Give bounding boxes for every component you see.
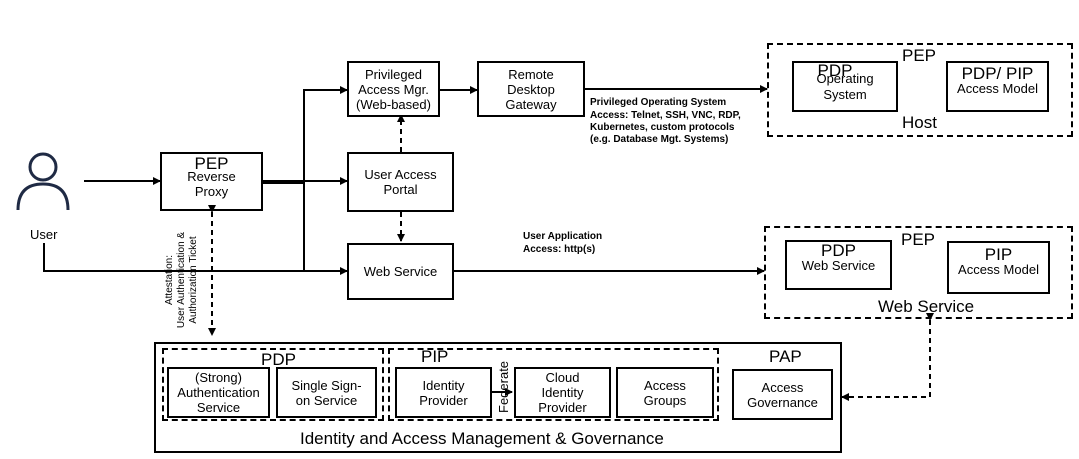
remote-desktop-gateway-box: Remote Desktop Gateway bbox=[477, 61, 585, 117]
single-sign-on-label: Single Sign- on Service bbox=[291, 377, 362, 408]
iam-pip-group bbox=[388, 348, 719, 421]
user-access-portal-label: User Access Portal bbox=[364, 167, 437, 197]
host-access-model-tag: PDP/ PIP bbox=[961, 64, 1034, 83]
privileged-access-manager-label: Privileged Access Mgr. (Web-based) bbox=[356, 66, 431, 112]
reverse-proxy-box: PEP Reverse Proxy bbox=[160, 152, 263, 211]
federate-label: Federate bbox=[496, 360, 511, 413]
authentication-service-box: (Strong) Authentication Service bbox=[167, 367, 270, 418]
single-sign-on-box: Single Sign- on Service bbox=[276, 367, 377, 418]
user-label: User bbox=[30, 227, 58, 242]
operating-system-label: Operating System bbox=[816, 71, 874, 102]
host-title: Host bbox=[902, 113, 937, 132]
pap-tag: PAP bbox=[769, 347, 802, 366]
access-groups-label: Access Groups bbox=[643, 377, 687, 408]
identity-provider-label: Identity Provider bbox=[419, 377, 468, 408]
iam-title: Identity and Access Management & Governa… bbox=[300, 429, 664, 448]
access-groups-box: Access Groups bbox=[616, 367, 714, 418]
operating-system-pdp-tag: PDP bbox=[817, 61, 853, 80]
host-pep-tag: PEP bbox=[902, 46, 937, 65]
reverse-proxy-label: Reverse Proxy bbox=[187, 169, 236, 199]
user-icon bbox=[14, 152, 74, 214]
access-governance-label: Access Governance bbox=[747, 379, 818, 410]
identity-provider-box: Identity Provider bbox=[395, 367, 492, 418]
web-pdp-tag: PDP bbox=[821, 241, 856, 260]
web-pep-tag: PEP bbox=[901, 230, 936, 249]
privileged-access-note-body: Access: Telnet, SSH, VNC, RDP, Kubernete… bbox=[590, 110, 741, 145]
operating-system-box: PDP Operating System bbox=[792, 61, 898, 112]
web-service-label: Web Service bbox=[363, 264, 438, 279]
iam-pdp-group bbox=[162, 348, 384, 421]
web-service-title: Web Service bbox=[878, 297, 975, 316]
web-service-box: Web Service bbox=[347, 243, 454, 300]
web-pip-tag: PIP bbox=[984, 245, 1013, 264]
host-access-model-box: PDP/ PIP Access Model bbox=[946, 61, 1049, 112]
web-pdp-box: PDP Web Service bbox=[785, 240, 892, 290]
web-access-model-label: Access Model bbox=[958, 262, 1039, 277]
privileged-access-manager-box: Privileged Access Mgr. (Web-based) bbox=[347, 61, 440, 117]
authentication-service-label: (Strong) Authentication Service bbox=[177, 370, 260, 415]
user-access-portal-box: User Access Portal bbox=[347, 152, 454, 212]
web-service-group bbox=[764, 226, 1073, 319]
reverse-proxy-pep-tag: PEP bbox=[194, 154, 229, 173]
web-access-model-box: PIP Access Model bbox=[947, 241, 1050, 294]
host-group bbox=[767, 43, 1073, 137]
application-access-note-title: User Application bbox=[523, 231, 603, 242]
iam-pdp-tag: PDP bbox=[261, 350, 296, 369]
access-governance-box: Access Governance bbox=[732, 369, 833, 420]
host-access-model-label: Access Model bbox=[957, 81, 1038, 96]
application-access-note-body: Access: http(s) bbox=[523, 244, 596, 255]
privileged-access-note-title: Privileged Operating System bbox=[590, 97, 727, 108]
remote-desktop-gateway-label: Remote Desktop Gateway bbox=[505, 66, 557, 112]
iam-pip-tag: PIP bbox=[421, 347, 449, 366]
iam-group bbox=[154, 342, 842, 453]
web-pdp-label: Web Service bbox=[801, 258, 876, 273]
cloud-identity-provider-box: Cloud Identity Provider bbox=[514, 367, 611, 418]
cloud-identity-provider-label: Cloud Identity Provider bbox=[538, 370, 587, 415]
attestation-note: Attestation: User Authentication & Autho… bbox=[164, 231, 199, 329]
